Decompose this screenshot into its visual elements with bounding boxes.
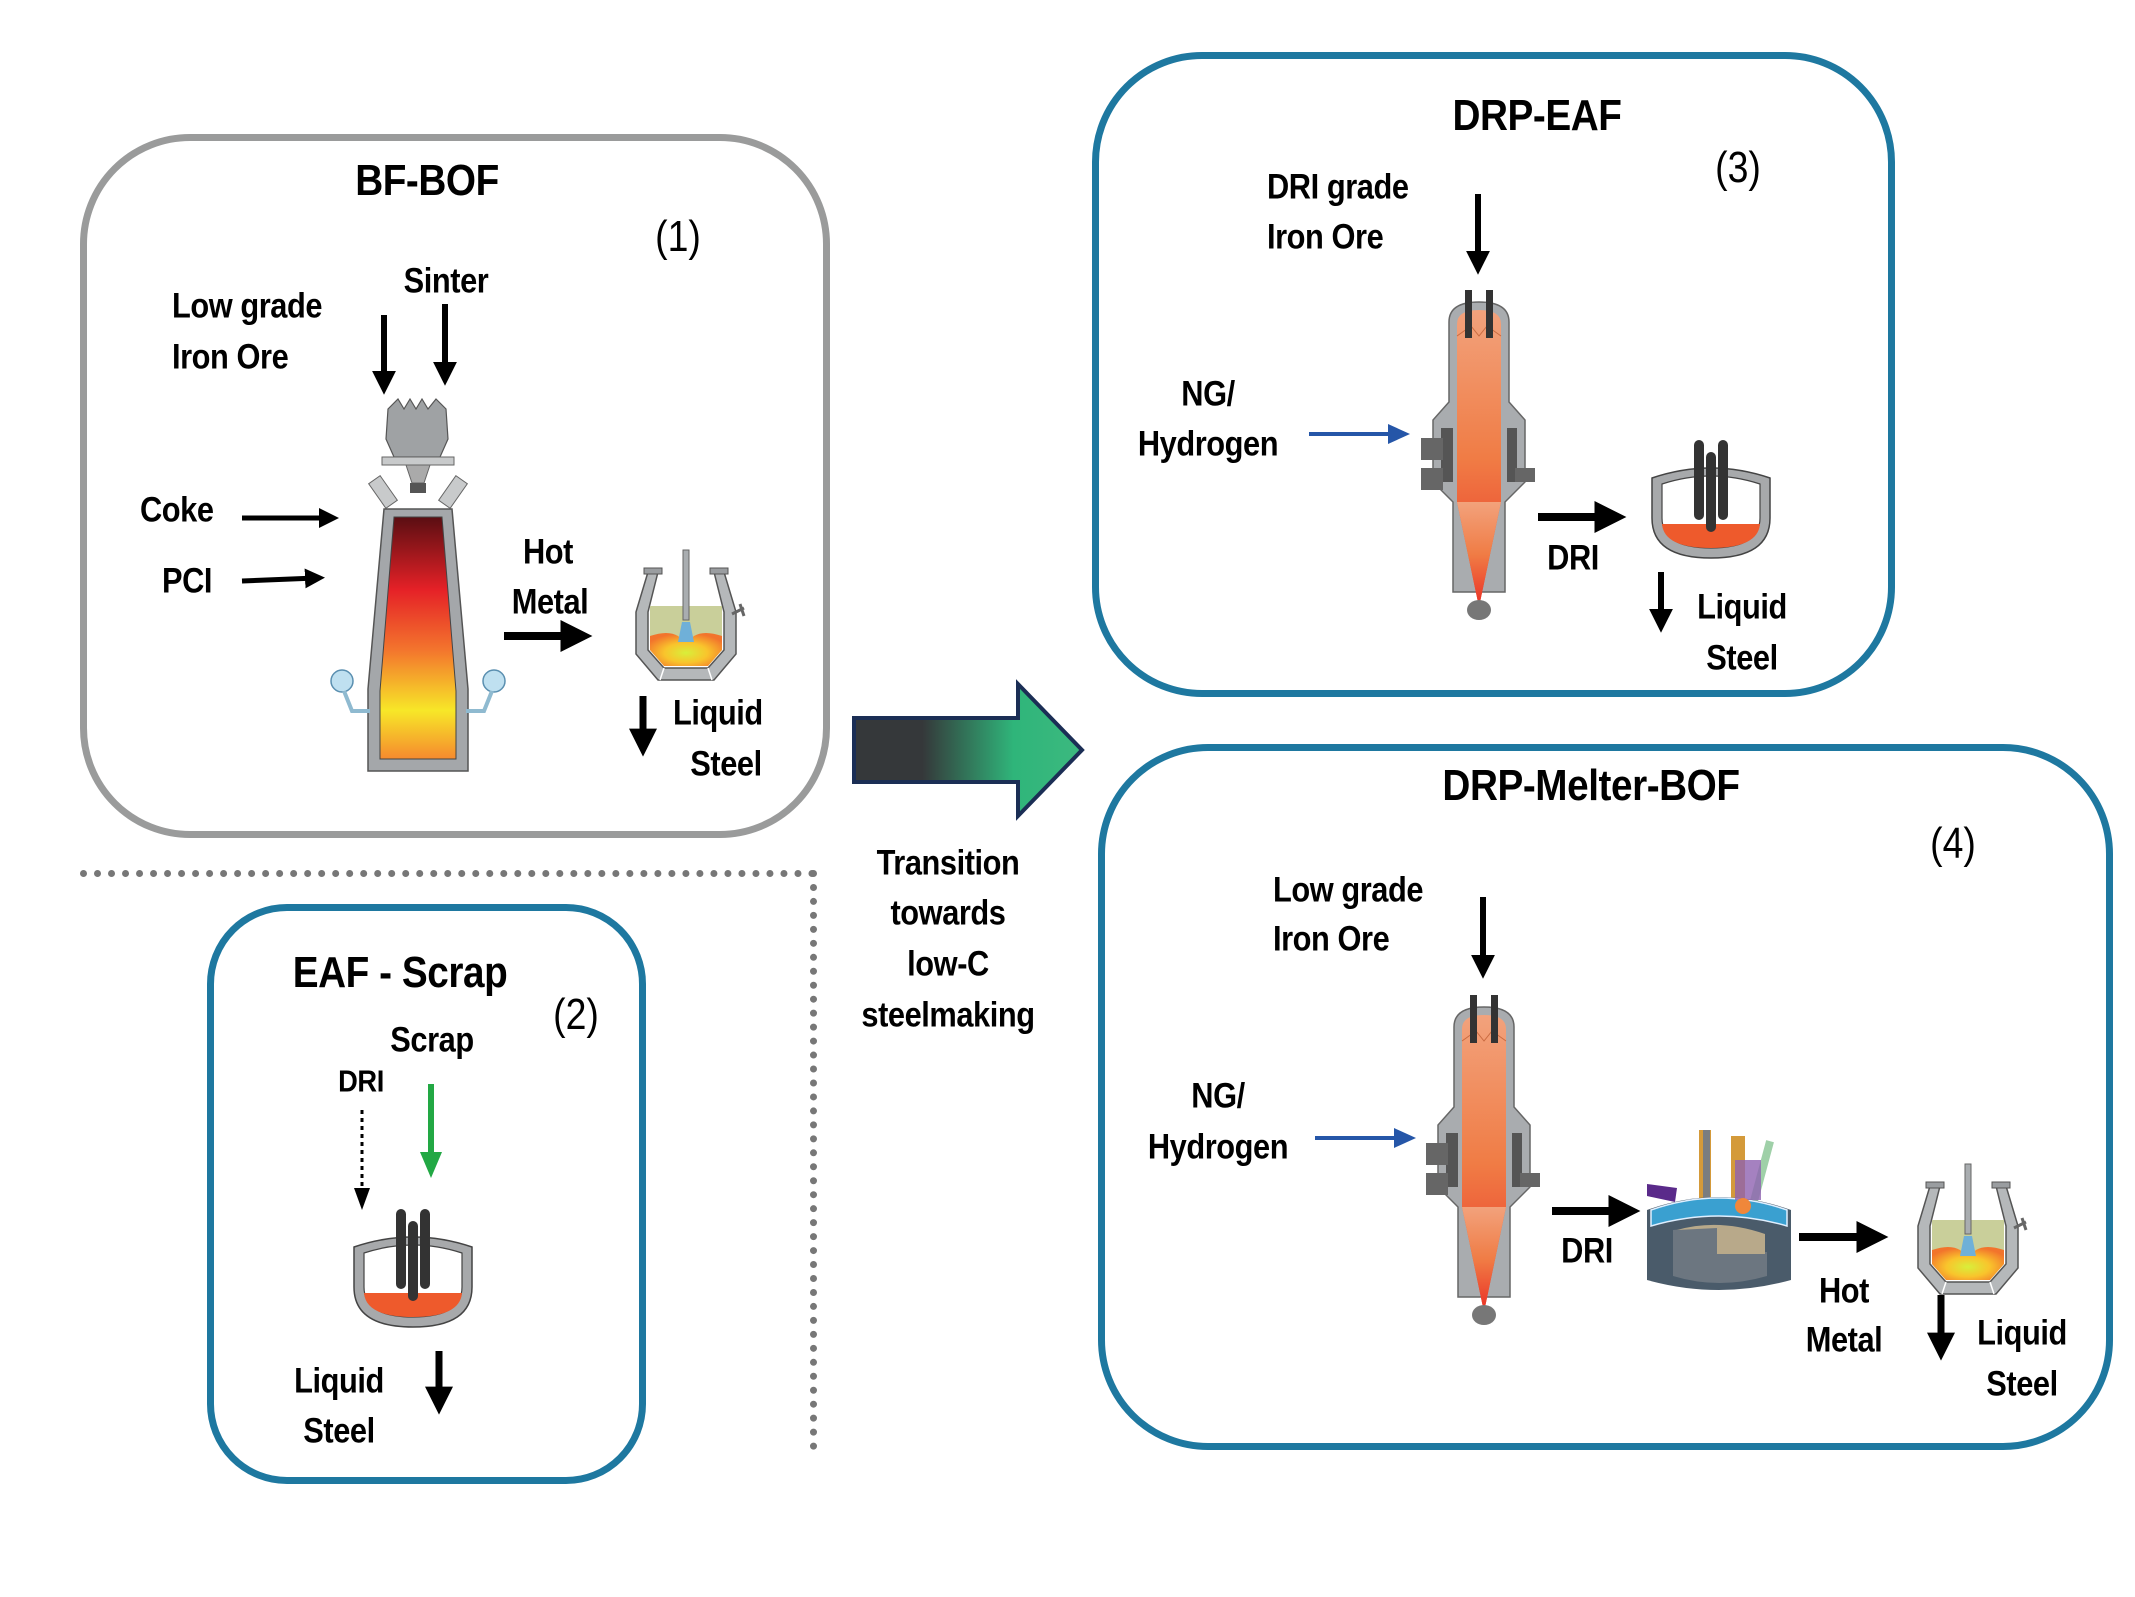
- transition-line-4: steelmaking: [861, 995, 1035, 1035]
- label-steel: Steel: [1706, 638, 1778, 678]
- electric-arc-furnace-icon: [353, 1208, 473, 1328]
- panel-number-4: (4): [1930, 819, 1976, 868]
- label-hydrogen: Hydrogen: [1147, 1127, 1289, 1167]
- pci-arrow: [241, 568, 325, 589]
- label-hot: Hot: [523, 532, 573, 572]
- label-liquid: Liquid: [673, 693, 763, 733]
- dri-dotted-arrowhead: [354, 1188, 370, 1210]
- label-iron-ore: Iron Ore: [1267, 217, 1384, 257]
- label-steel: Steel: [303, 1411, 375, 1451]
- label-dri: DRI: [338, 1063, 384, 1099]
- panel-number-3: (3): [1715, 143, 1761, 192]
- gas-arrowhead-p4: [1394, 1128, 1416, 1148]
- label-dri: DRI: [1547, 538, 1599, 578]
- label-metal: Metal: [1805, 1320, 1883, 1360]
- smelter-melter-icon: [1646, 1129, 1792, 1291]
- blast-furnace-icon: [329, 397, 507, 773]
- shaft-furnace-icon: [1420, 289, 1536, 621]
- panel-title-bf-bof: BF-BOF: [355, 156, 499, 205]
- label-hydrogen: Hydrogen: [1137, 424, 1279, 464]
- panel-title-drp-eaf: DRP-EAF: [1452, 91, 1622, 140]
- transition-line-1: Transition: [876, 843, 1020, 883]
- label-low-grade: Low grade: [172, 286, 323, 326]
- scrap-arrowhead: [420, 1152, 442, 1178]
- shaft-furnace-icon: [1425, 994, 1541, 1326]
- transition-arrow: [852, 679, 1085, 821]
- label-pci: PCI: [162, 561, 213, 601]
- label-ng: NG/: [1181, 374, 1235, 414]
- label-liquid: Liquid: [1977, 1313, 2067, 1353]
- gas-arrowhead-p3: [1388, 424, 1410, 444]
- label-dri: DRI: [1561, 1231, 1613, 1271]
- label-ng: NG/: [1191, 1076, 1245, 1116]
- label-scrap: Scrap: [390, 1020, 474, 1060]
- label-coke: Coke: [140, 490, 214, 530]
- panel-number-2: (2): [553, 990, 599, 1039]
- label-steel: Steel: [690, 744, 762, 784]
- label-steel: Steel: [1986, 1364, 2058, 1404]
- divider-vertical: [810, 870, 817, 1450]
- panel-title-eaf-scrap: EAF - Scrap: [292, 948, 508, 997]
- transition-line-3: low-C: [907, 944, 989, 984]
- label-sinter: Sinter: [403, 261, 489, 301]
- panel-title-drp-melter-bof: DRP-Melter-BOF: [1442, 761, 1740, 810]
- label-metal: Metal: [511, 582, 589, 622]
- bof-converter-icon: [634, 548, 746, 682]
- bof-converter-icon: [1916, 1162, 2028, 1296]
- label-liquid: Liquid: [294, 1361, 384, 1401]
- electric-arc-furnace-icon: [1651, 439, 1771, 559]
- label-iron-ore: Iron Ore: [1273, 919, 1390, 959]
- transition-line-2: towards: [890, 893, 1006, 933]
- label-hot: Hot: [1819, 1271, 1869, 1311]
- panel-number-1: (1): [655, 212, 701, 261]
- label-liquid: Liquid: [1697, 587, 1787, 627]
- divider-horizontal: [80, 870, 816, 877]
- label-dri-grade: DRI grade: [1267, 167, 1409, 207]
- label-iron-ore: Iron Ore: [172, 337, 289, 377]
- label-low-grade: Low grade: [1273, 870, 1424, 910]
